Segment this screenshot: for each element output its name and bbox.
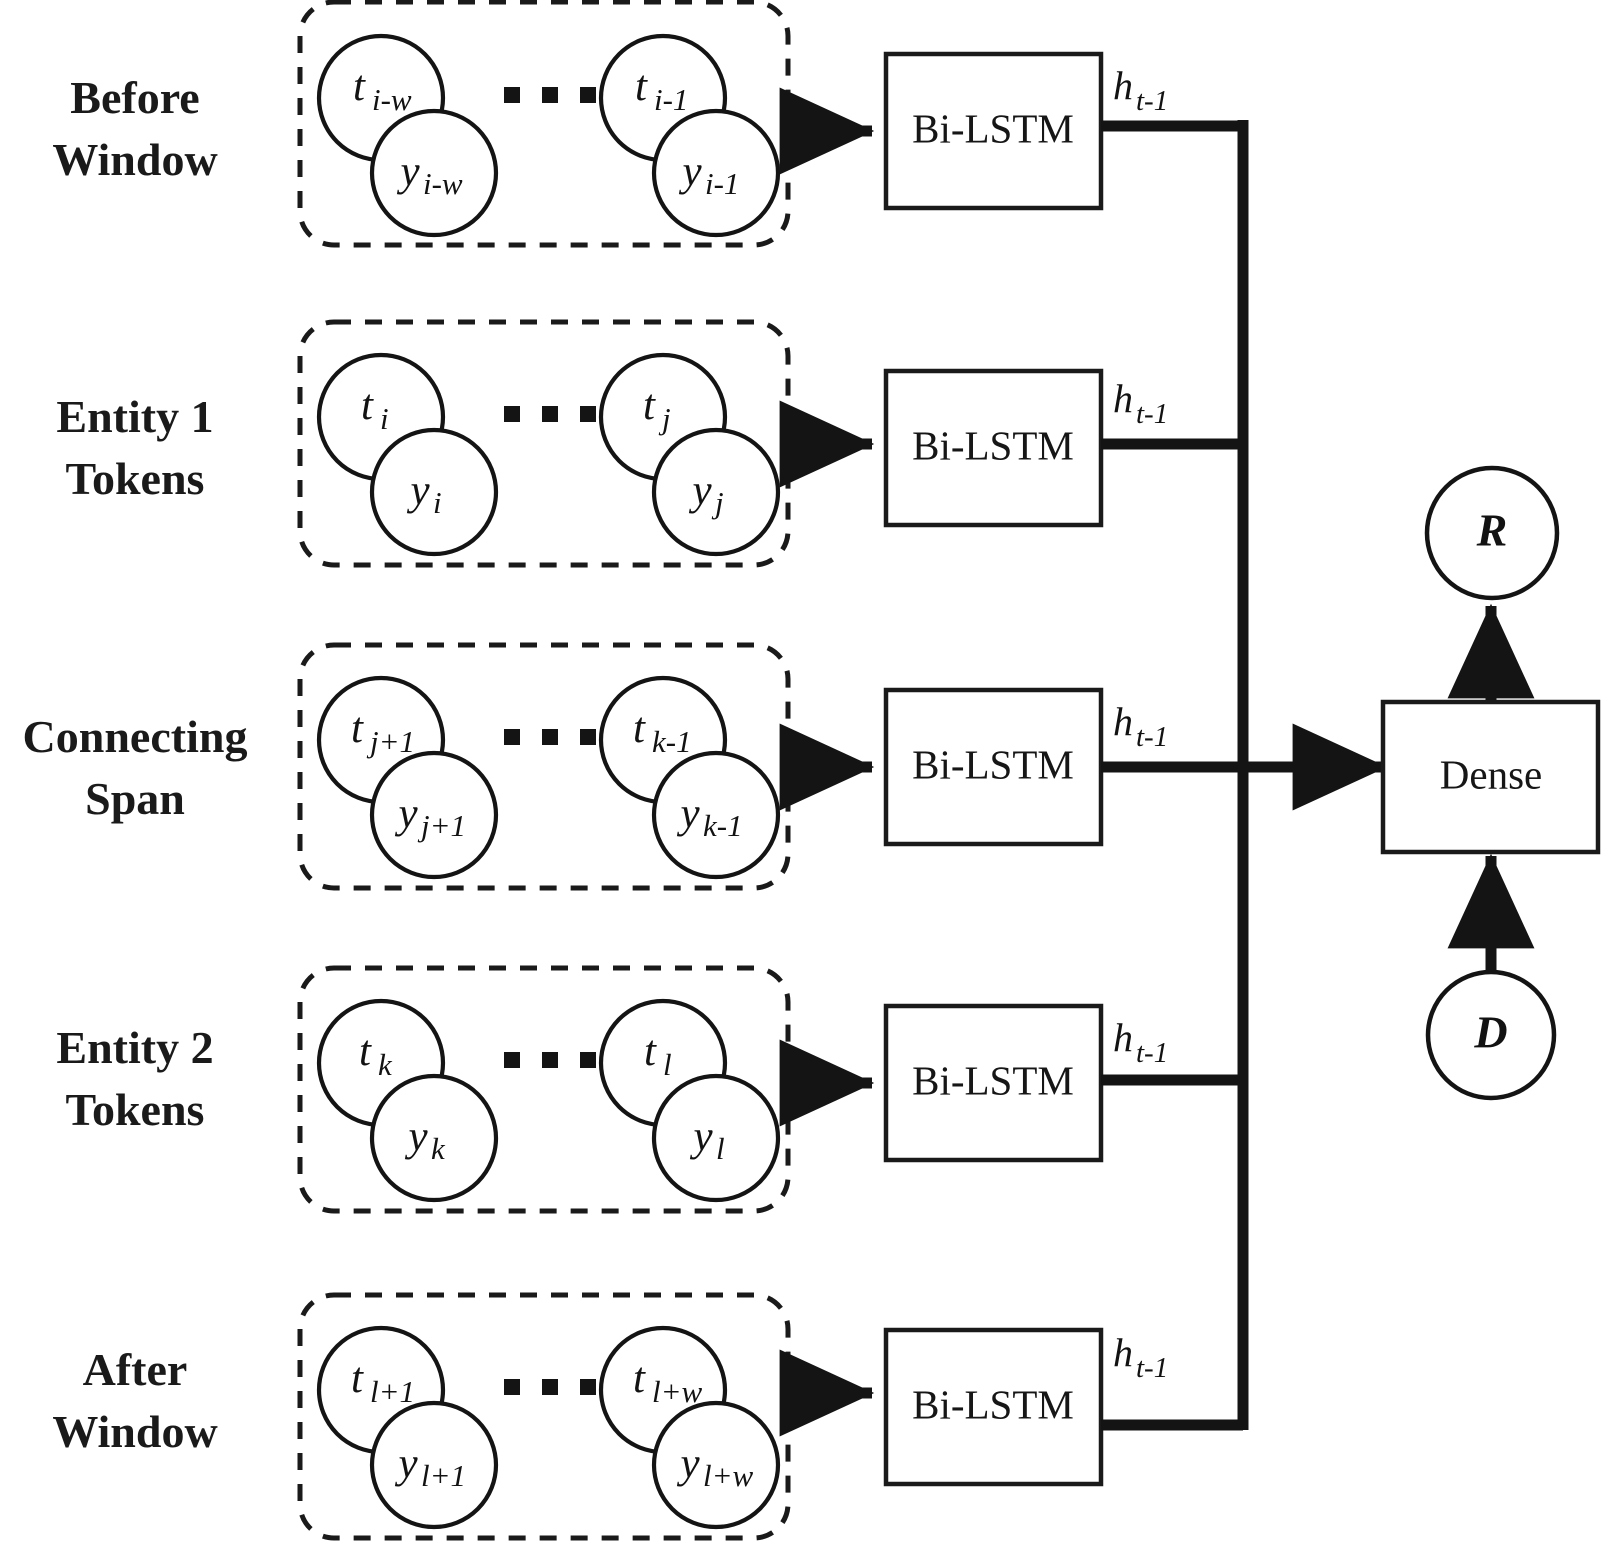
token-t-var-before-window-first: t — [353, 63, 366, 110]
encoder-label-after-window: Bi-LSTM — [912, 1381, 1074, 1427]
token-t-var-connecting-span-last: t — [633, 705, 646, 752]
token-t-var-entity-1-tokens-last: t — [643, 382, 656, 429]
hidden-state-sub-connecting-span: t-1 — [1136, 721, 1168, 753]
token-t-var-entity-1-tokens-first: t — [361, 382, 374, 429]
encoder-box-before-window — [883, 51, 1104, 211]
token-y-sub-connecting-span-last: k-1 — [703, 808, 743, 843]
token-y-var-before-window-first: y — [396, 148, 420, 195]
token-circle-y-before-window-last — [651, 108, 781, 238]
token-t-sub-after-window-first: l+1 — [370, 1374, 415, 1409]
row-label-entity-2-tokens-line2: Tokens — [66, 1084, 205, 1135]
token-t-sub-before-window-first: i-w — [372, 82, 412, 117]
token-y-sub-entity-1-tokens-last: j — [711, 485, 724, 520]
token-t-sub-before-window-last: i-1 — [654, 82, 688, 117]
hidden-state-var-entity-2-tokens: h — [1113, 1015, 1133, 1060]
token-t-sub-after-window-last: l+w — [652, 1374, 703, 1409]
ellipsis-connecting-span — [504, 729, 596, 745]
row-label-after-window-line2: Window — [52, 1406, 217, 1457]
encoder-label-entity-1-tokens: Bi-LSTM — [912, 422, 1074, 468]
row-entity-2-tokens: Entity 2 Tokens t k y k t l y l Bi-LSTM — [56, 965, 1243, 1214]
hidden-state-var-after-window: h — [1113, 1330, 1133, 1375]
row-label-before-window-line1: Before — [70, 72, 199, 123]
row-label-entity-1-tokens-line1: Entity 1 — [56, 391, 213, 442]
encoder-label-entity-2-tokens: Bi-LSTM — [912, 1057, 1074, 1103]
token-circle-y-connecting-span-last — [651, 750, 781, 880]
token-y-var-entity-1-tokens-last: y — [688, 467, 712, 514]
row-label-connecting-span-line1: Connecting — [23, 711, 248, 762]
token-y-var-before-window-last: y — [678, 148, 702, 195]
token-y-sub-before-window-first: i-w — [423, 166, 463, 201]
token-t-var-after-window-last: t — [633, 1355, 646, 1402]
row-before-window: Before Window t i-w y i-w t i-1 y i-1 — [52, 0, 1243, 248]
token-y-sub-connecting-span-first: j+1 — [417, 808, 466, 843]
row-label-after-window-line1: After — [83, 1344, 188, 1395]
hidden-state-sub-entity-1-tokens: t-1 — [1136, 398, 1168, 430]
token-y-var-connecting-span-first: y — [394, 790, 418, 837]
token-y-sub-after-window-last: l+w — [703, 1458, 754, 1493]
token-y-sub-after-window-first: l+1 — [421, 1458, 466, 1493]
dense-label: Dense — [1440, 751, 1542, 797]
token-circle-y-entity-1-tokens-last — [651, 427, 781, 557]
prediction-head: Dense R D — [1380, 465, 1601, 1101]
token-y-sub-before-window-last: i-1 — [705, 166, 739, 201]
token-t-var-entity-2-tokens-first: t — [359, 1028, 372, 1075]
token-y-var-after-window-last: y — [676, 1440, 700, 1487]
token-y-sub-entity-2-tokens-last: l — [716, 1131, 725, 1166]
hidden-state-sub-entity-2-tokens: t-1 — [1136, 1037, 1168, 1069]
token-t-sub-entity-2-tokens-last: l — [663, 1047, 672, 1082]
ellipsis-before-window — [504, 87, 596, 103]
token-y-var-connecting-span-last: y — [676, 790, 700, 837]
distance-node-circle — [1425, 969, 1557, 1101]
ellipsis-after-window — [504, 1379, 596, 1395]
encoder-box-connecting-span — [883, 687, 1104, 847]
row-after-window: After Window t l+1 y l+1 t l+w y l+w Bi-… — [52, 1292, 1243, 1541]
token-y-sub-entity-2-tokens-first: k — [431, 1131, 446, 1166]
encoder-label-before-window: Bi-LSTM — [912, 105, 1074, 151]
ellipsis-entity-1-tokens — [504, 406, 596, 422]
row-label-entity-2-tokens-line1: Entity 2 — [56, 1022, 213, 1073]
token-circle-y-entity-2-tokens-first — [369, 1073, 499, 1203]
hidden-state-var-connecting-span: h — [1113, 699, 1133, 744]
token-y-var-entity-2-tokens-last: y — [689, 1113, 713, 1160]
token-t-var-connecting-span-first: t — [351, 705, 364, 752]
token-circle-y-entity-2-tokens-last — [651, 1073, 781, 1203]
output-node-label: R — [1476, 505, 1508, 556]
row-connecting-span: Connecting Span t j+1 y j+1 t k-1 y k-1 … — [23, 642, 1388, 891]
dense-box — [1380, 699, 1601, 855]
token-t-var-after-window-first: t — [351, 1355, 364, 1402]
ellipsis-entity-2-tokens — [504, 1052, 596, 1068]
token-t-sub-entity-2-tokens-first: k — [378, 1047, 393, 1082]
encoder-box-entity-1-tokens — [883, 368, 1104, 528]
token-y-var-after-window-first: y — [394, 1440, 418, 1487]
token-t-sub-connecting-span-last: k-1 — [652, 724, 692, 759]
token-y-var-entity-1-tokens-first: y — [406, 467, 430, 514]
row-entity-1-tokens: Entity 1 Tokens t i y i t j y j Bi-LSTM — [56, 319, 1243, 568]
encoder-box-after-window — [883, 1327, 1104, 1487]
token-circle-y-before-window-first — [369, 108, 499, 238]
token-circle-y-connecting-span-first — [369, 750, 499, 880]
row-label-connecting-span-line2: Span — [85, 773, 185, 824]
encoder-box-entity-2-tokens — [883, 1003, 1104, 1163]
token-t-var-before-window-last: t — [635, 63, 648, 110]
token-t-sub-entity-1-tokens-first: i — [380, 401, 389, 436]
distance-node-label: D — [1473, 1007, 1507, 1058]
hidden-state-sub-after-window: t-1 — [1136, 1352, 1168, 1384]
token-t-var-entity-2-tokens-last: t — [644, 1028, 657, 1075]
token-circle-y-after-window-first — [369, 1400, 499, 1530]
token-circle-y-entity-1-tokens-first — [369, 427, 499, 557]
token-t-sub-connecting-span-first: j+1 — [366, 724, 415, 759]
row-label-before-window-line2: Window — [52, 134, 217, 185]
output-node-circle — [1424, 465, 1560, 601]
token-y-sub-entity-1-tokens-first: i — [433, 485, 442, 520]
token-t-sub-entity-1-tokens-last: j — [658, 401, 671, 436]
encoder-label-connecting-span: Bi-LSTM — [912, 741, 1074, 787]
token-circle-y-after-window-last — [651, 1400, 781, 1530]
token-y-var-entity-2-tokens-first: y — [404, 1113, 428, 1160]
row-label-entity-1-tokens-line2: Tokens — [66, 453, 205, 504]
hidden-state-sub-before-window: t-1 — [1136, 85, 1168, 117]
hidden-state-var-entity-1-tokens: h — [1113, 376, 1133, 421]
hidden-state-var-before-window: h — [1113, 63, 1133, 108]
